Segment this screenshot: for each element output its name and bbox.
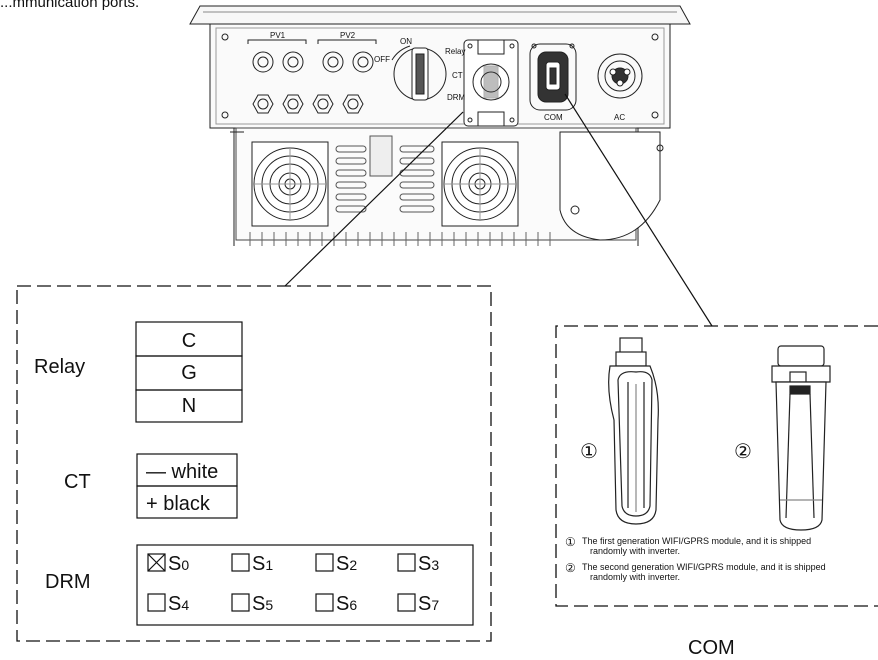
drm-label-s3: S3: [418, 553, 439, 575]
drm-label-s7: S7: [418, 593, 439, 615]
note2-line2: randomly with inverter.: [590, 572, 680, 582]
drm-label-s4: S4: [168, 593, 189, 615]
relay-leader-line: [284, 111, 464, 287]
ac-port-label: AC: [614, 113, 625, 122]
drm-label-s0: S0: [168, 553, 189, 575]
drm-subscript: 4: [181, 597, 189, 613]
relay-terminal: [135, 321, 243, 423]
drm-label-s5: S5: [252, 593, 273, 615]
wifi-module-gen1: [608, 337, 659, 525]
switch-on-label: ON: [400, 37, 412, 46]
note2-line1: The second generation WIFI/GPRS module, …: [582, 562, 826, 572]
relay-port-label: Relay: [445, 47, 465, 56]
drm-label-s2: S2: [336, 553, 357, 575]
drm-subscript: 1: [265, 557, 273, 573]
drm-checkbox-s5: [231, 593, 250, 612]
com-port-label: COM: [544, 113, 563, 122]
drm-subscript: 3: [431, 557, 439, 573]
module1-marker: ①: [580, 441, 598, 463]
ct-pin-white: — white: [146, 461, 218, 483]
drm-checkbox-s2: [315, 553, 334, 572]
note1-marker: ①: [565, 535, 576, 549]
drm-terminal: [136, 544, 474, 626]
com-leader-line: [564, 93, 713, 327]
ct-port-label: CT: [452, 71, 463, 80]
drm-port-label: DRM: [447, 93, 466, 102]
note1-line2: randomly with inverter.: [590, 546, 680, 556]
drm-check-mark-1: [147, 553, 166, 572]
pv2-label: PV2: [340, 31, 356, 40]
com-caption: COM: [688, 637, 735, 659]
drm-subscript: 7: [431, 597, 439, 613]
relay-pin-n: N: [182, 395, 196, 417]
switch-off-label: OFF: [374, 55, 390, 64]
drm-subscript: 6: [349, 597, 357, 613]
relay-pin-c: C: [182, 330, 196, 352]
com-module-panel: [555, 325, 878, 607]
pv1-label: PV1: [270, 31, 286, 40]
inverter-drawing: [189, 5, 691, 246]
drm-subscript: 5: [265, 597, 273, 613]
note1-line1: The first generation WIFI/GPRS module, a…: [582, 536, 811, 546]
drm-checkbox-s1: [231, 553, 250, 572]
drm-checkbox-s0: [147, 553, 166, 572]
drm-label-s6: S6: [336, 593, 357, 615]
intro-text: ...mmunication ports.: [0, 0, 140, 11]
module2-marker: ②: [734, 441, 752, 463]
terminal-detail-panel: [16, 285, 492, 642]
inverter-port-labels: PV1 PV2 ON OFF Relay CT DRM COM AC: [270, 31, 625, 122]
drm-checkbox-s4: [147, 593, 166, 612]
relay-pin-g: G: [181, 362, 197, 384]
ct-terminal: [136, 453, 238, 519]
ct-label: CT: [64, 471, 91, 493]
drm-checkbox-s6: [315, 593, 334, 612]
drm-label-s1: S1: [252, 553, 273, 575]
relay-label: Relay: [34, 356, 85, 378]
drm-subscript: 2: [349, 557, 357, 573]
ct-pin-black: + black: [146, 493, 211, 515]
drm-subscript: 0: [181, 557, 189, 573]
drm-checkbox-s3: [397, 553, 416, 572]
note2-marker: ②: [565, 561, 576, 575]
drm-checkbox-s7: [397, 593, 416, 612]
wifi-module-gen2: [771, 345, 831, 531]
drm-label: DRM: [45, 571, 91, 593]
